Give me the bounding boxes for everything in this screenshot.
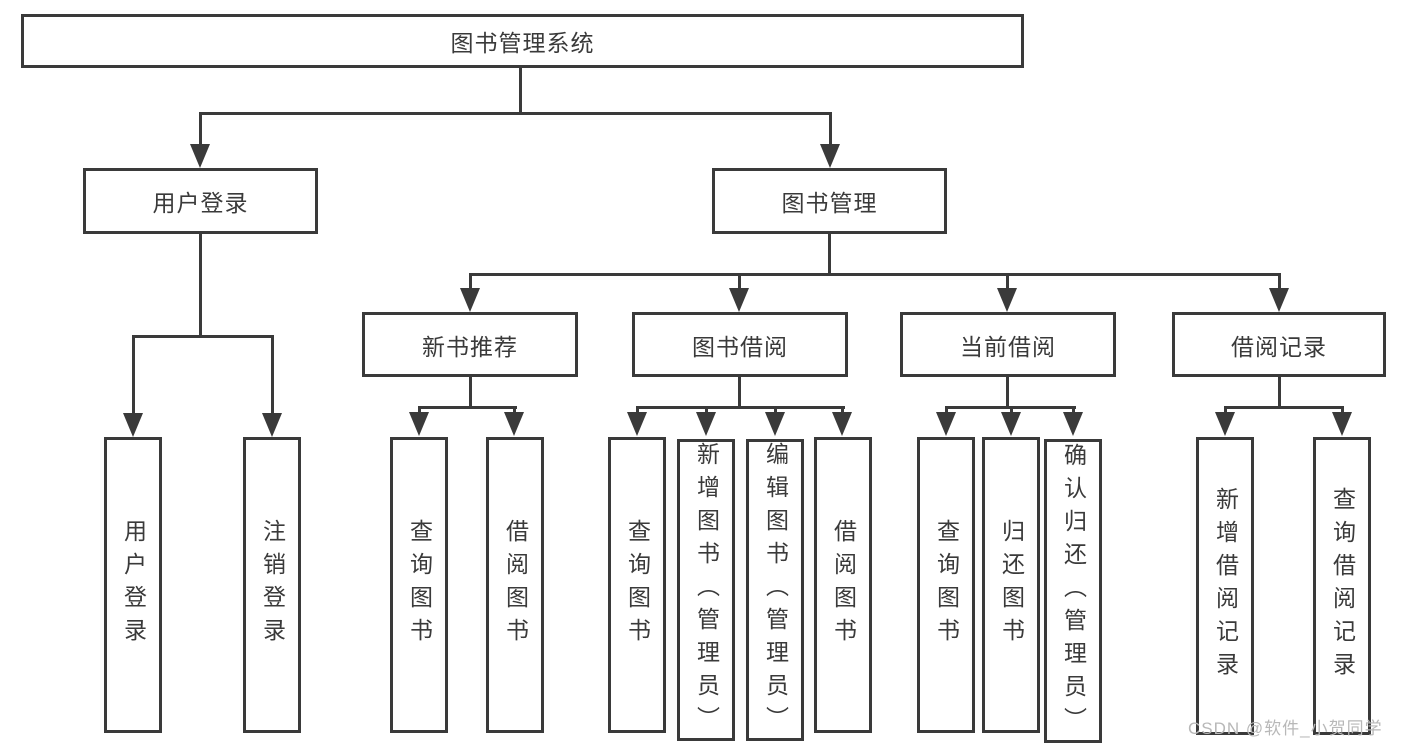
connector-line bbox=[199, 234, 202, 338]
leaf-label: 查询图书 bbox=[624, 519, 651, 651]
node-borrowing-records: 借阅记录 bbox=[1172, 312, 1386, 377]
leaf-label: 新增借阅记录 bbox=[1212, 487, 1239, 685]
leaf-logout: 注销登录 bbox=[243, 437, 301, 733]
arrowhead-down-icon bbox=[729, 288, 749, 312]
connector-line bbox=[132, 335, 135, 415]
connector-line bbox=[199, 112, 832, 115]
arrowhead-down-icon bbox=[1269, 288, 1289, 312]
node-label: 借阅记录 bbox=[1231, 333, 1327, 360]
node-book-management: 图书管理 bbox=[712, 168, 947, 234]
connector-line bbox=[513, 406, 516, 414]
leaf-borrow-books: 借阅图书 bbox=[814, 437, 872, 733]
connector-line bbox=[829, 112, 832, 146]
connector-line bbox=[1278, 273, 1281, 290]
connector-line bbox=[636, 406, 639, 414]
leaf-query-books-borrow: 查询图书 bbox=[608, 437, 666, 733]
node-label: 用户登录 bbox=[152, 190, 249, 216]
arrowhead-down-icon bbox=[627, 412, 647, 436]
node-root-library-management-system: 图书管理系统 bbox=[21, 14, 1024, 68]
node-current-borrowing: 当前借阅 bbox=[900, 312, 1116, 377]
arrowhead-down-icon bbox=[123, 413, 143, 437]
arrowhead-down-icon bbox=[820, 144, 840, 168]
leaf-label: 查询图书 bbox=[933, 519, 960, 651]
connector-line bbox=[1278, 377, 1281, 409]
arrowhead-down-icon bbox=[765, 412, 785, 436]
arrowhead-down-icon bbox=[1001, 412, 1021, 436]
node-label: 图书管理系统 bbox=[450, 30, 595, 56]
arrowhead-down-icon bbox=[504, 412, 524, 436]
connector-line bbox=[469, 377, 472, 409]
connector-line bbox=[469, 273, 1281, 276]
leaf-edit-books-admin: 编辑图书（管理员） bbox=[746, 439, 804, 741]
connector-line bbox=[271, 335, 274, 415]
node-new-book-recommendation: 新书推荐 bbox=[362, 312, 578, 377]
connector-line bbox=[1072, 406, 1075, 414]
connector-line bbox=[774, 406, 777, 414]
node-book-borrowing: 图书借阅 bbox=[632, 312, 848, 377]
node-user-login: 用户登录 bbox=[83, 168, 318, 234]
connector-line bbox=[418, 406, 517, 409]
connector-line bbox=[945, 406, 948, 414]
leaf-return-books: 归还图书 bbox=[982, 437, 1040, 733]
csdn-watermark: CSDN @软件_小贺同学 bbox=[1188, 719, 1383, 738]
node-label: 新书推荐 bbox=[422, 333, 518, 360]
leaf-label: 编辑图书（管理员） bbox=[762, 442, 789, 739]
connector-line bbox=[738, 273, 741, 290]
leaf-label: 注销登录 bbox=[259, 519, 286, 651]
connector-line bbox=[1010, 406, 1013, 414]
leaf-label: 查询图书 bbox=[406, 519, 433, 651]
arrowhead-down-icon bbox=[409, 412, 429, 436]
arrowhead-down-icon bbox=[936, 412, 956, 436]
connector-line bbox=[841, 406, 844, 414]
leaf-label: 新增图书（管理员） bbox=[693, 442, 720, 739]
leaf-add-books-admin: 新增图书（管理员） bbox=[677, 439, 735, 741]
arrowhead-down-icon bbox=[460, 288, 480, 312]
arrowhead-down-icon bbox=[696, 412, 716, 436]
arrowhead-down-icon bbox=[832, 412, 852, 436]
leaf-label: 归还图书 bbox=[998, 519, 1025, 651]
connector-line bbox=[1341, 406, 1344, 414]
leaf-borrow-books-recommend: 借阅图书 bbox=[486, 437, 544, 733]
leaf-user-login: 用户登录 bbox=[104, 437, 162, 733]
connector-line bbox=[1224, 406, 1344, 409]
arrowhead-down-icon bbox=[190, 144, 210, 168]
leaf-query-borrow-record: 查询借阅记录 bbox=[1313, 437, 1371, 735]
connector-line bbox=[828, 234, 831, 276]
connector-line bbox=[199, 112, 202, 146]
leaf-label: 用户登录 bbox=[120, 519, 147, 651]
arrowhead-down-icon bbox=[997, 288, 1017, 312]
connector-line bbox=[132, 335, 274, 338]
leaf-confirm-return-admin: 确认归还（管理员） bbox=[1044, 439, 1102, 743]
node-label: 当前借阅 bbox=[960, 333, 1056, 360]
leaf-label: 查询借阅记录 bbox=[1329, 487, 1356, 685]
arrowhead-down-icon bbox=[1215, 412, 1235, 436]
connector-line bbox=[469, 273, 472, 290]
leaf-query-books-current: 查询图书 bbox=[917, 437, 975, 733]
connector-line bbox=[1006, 273, 1009, 290]
arrowhead-down-icon bbox=[1063, 412, 1083, 436]
connector-line bbox=[1224, 406, 1227, 414]
connector-line bbox=[418, 406, 421, 414]
leaf-label: 借阅图书 bbox=[830, 519, 857, 651]
leaf-add-borrow-record: 新增借阅记录 bbox=[1196, 437, 1254, 735]
connector-line bbox=[738, 377, 741, 409]
connector-line bbox=[636, 406, 845, 409]
leaf-label: 借阅图书 bbox=[502, 519, 529, 651]
leaf-query-books-recommend: 查询图书 bbox=[390, 437, 448, 733]
connector-line bbox=[1006, 377, 1009, 409]
leaf-label: 确认归还（管理员） bbox=[1060, 442, 1087, 740]
node-label: 图书借阅 bbox=[692, 333, 788, 360]
connector-line bbox=[705, 406, 708, 414]
arrowhead-down-icon bbox=[262, 413, 282, 437]
node-label: 图书管理 bbox=[781, 190, 878, 216]
arrowhead-down-icon bbox=[1332, 412, 1352, 436]
connector-line bbox=[519, 68, 522, 114]
